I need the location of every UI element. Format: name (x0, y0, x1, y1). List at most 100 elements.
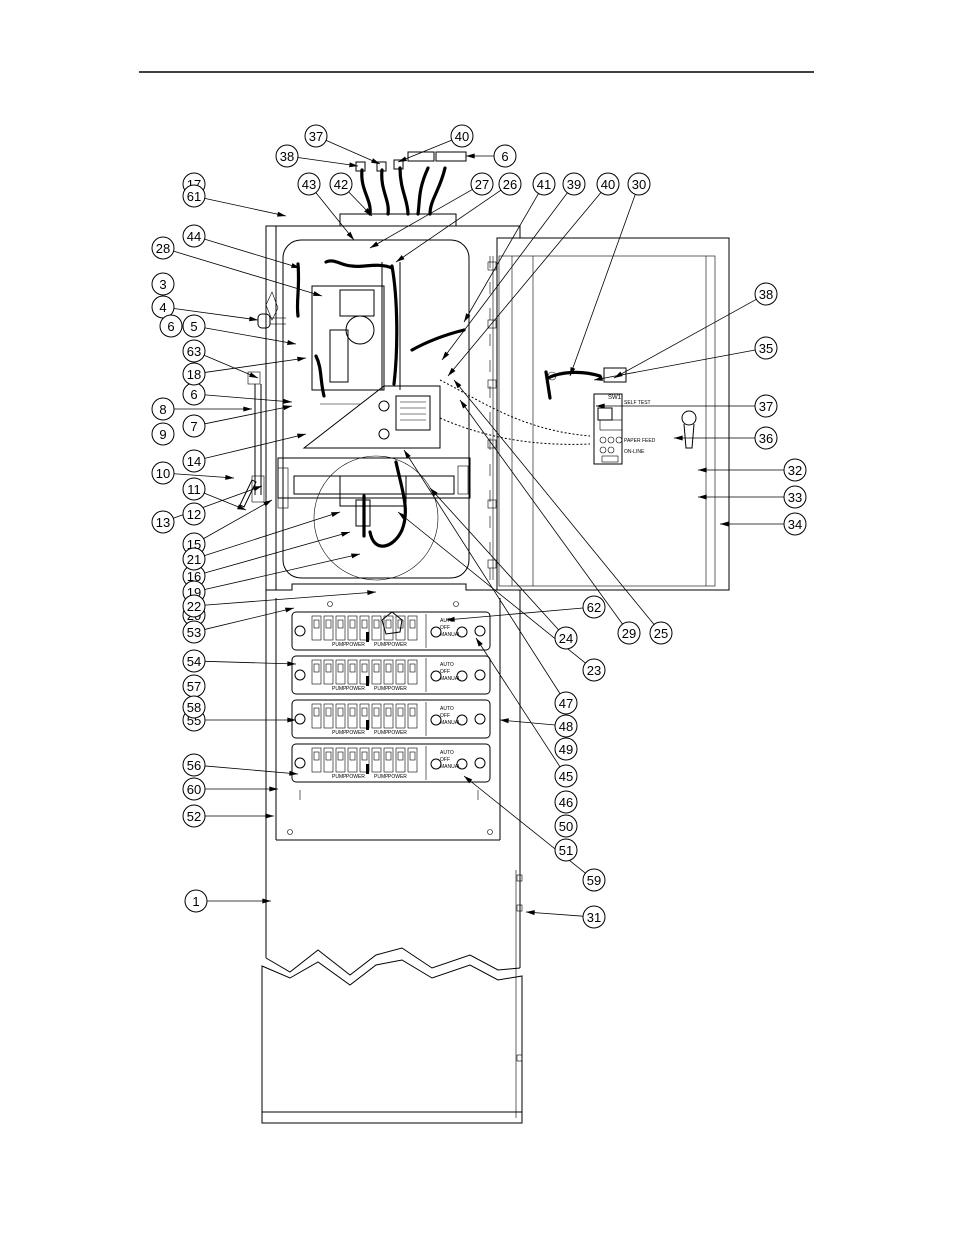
switch-position-label: OFF (440, 757, 450, 763)
callout-number: 14 (187, 454, 201, 469)
callout-56: 56 (182, 753, 206, 777)
callout-42: 42 (329, 172, 353, 196)
pump-label: PUMP (332, 774, 347, 780)
arrowhead (594, 375, 603, 381)
leader-line (369, 189, 473, 249)
callout-number: 12 (187, 507, 201, 522)
pump-label: PUMP (332, 686, 347, 692)
on-line-label: ON-LINE (624, 449, 645, 455)
leader-line (204, 327, 297, 345)
leader-line (459, 399, 623, 625)
callout-34: 34 (783, 512, 807, 536)
switch-position-label: MANUAL (440, 720, 461, 726)
arrowhead (249, 316, 258, 322)
arrowhead (287, 340, 296, 345)
switch-position-label: AUTO (440, 706, 454, 712)
callout-37: 37 (754, 394, 778, 418)
open-door (487, 237, 730, 591)
callout-number: 50 (559, 819, 573, 834)
leader-line (173, 473, 235, 479)
callout-39: 39 (562, 172, 586, 196)
arrowhead (243, 406, 252, 412)
callout-11: 11 (182, 477, 206, 501)
arrowhead (396, 255, 405, 262)
callout-47: 47 (554, 691, 578, 715)
switch-position-label: MANUAL (440, 632, 461, 638)
arrowhead (370, 241, 379, 248)
callout-number: 46 (559, 795, 573, 810)
pump-label: PUMP (374, 774, 389, 780)
leader-line (204, 433, 307, 459)
callout-number: 30 (632, 177, 646, 192)
leader-line (395, 189, 502, 263)
arrowhead (263, 500, 272, 507)
callout-25: 25 (649, 621, 673, 645)
callout-number: 32 (788, 463, 802, 478)
arrowhead (596, 403, 605, 409)
switch-position-label: MANUAL (440, 764, 461, 770)
leader-line (445, 607, 584, 621)
door-harness (439, 370, 602, 445)
switch-position-label: OFF (440, 669, 450, 675)
callout-30: 30 (627, 172, 651, 196)
callout-number: 35 (759, 341, 773, 356)
callout-number: 29 (622, 626, 636, 641)
callout-62: 62 (582, 595, 606, 619)
callout-40: 40 (450, 124, 474, 148)
leader-line (447, 192, 602, 377)
callout-number: 6 (190, 387, 197, 402)
leader-line (204, 238, 301, 269)
leader-line (204, 405, 293, 425)
leader-line (613, 298, 757, 379)
callout-number: 54 (187, 654, 201, 669)
callout-45: 45 (554, 764, 578, 788)
callout-8: 8 (151, 397, 175, 421)
callout-61: 61 (182, 184, 206, 208)
callout-60: 60 (182, 777, 206, 801)
callout-number: 58 (187, 700, 201, 715)
leader-line (204, 197, 287, 217)
arrowhead (341, 531, 350, 537)
switch-position-label: AUTO (440, 618, 454, 624)
callout-37: 37 (304, 124, 328, 148)
callout-number: 34 (788, 517, 802, 532)
callout-number: 22 (187, 599, 201, 614)
leader-lines (173, 139, 784, 917)
leader-line (297, 157, 359, 167)
callout-number: 60 (187, 782, 201, 797)
callout-number: 1 (192, 894, 199, 909)
arrowhead (237, 504, 246, 510)
leader-line (441, 192, 568, 361)
paper-feed-label: PAPER FEED (624, 438, 656, 444)
arrowhead (476, 638, 483, 647)
arrowhead (720, 521, 729, 527)
arrowhead (349, 162, 358, 168)
power-label: POWER (346, 686, 365, 692)
arrowhead (398, 156, 407, 162)
callout-7: 7 (182, 414, 206, 438)
callout-number: 49 (559, 742, 573, 757)
callout-number: 10 (156, 466, 170, 481)
callout-1: 1 (184, 889, 208, 913)
arrowhead (287, 661, 296, 667)
leader-line (204, 553, 361, 590)
callout-number: 24 (559, 631, 573, 646)
callout-number: 47 (559, 696, 573, 711)
leader-line (569, 194, 636, 377)
leader-line (204, 765, 299, 775)
callout-50: 50 (554, 814, 578, 838)
sw-label: SW1 (608, 395, 622, 401)
callout-number: 51 (559, 843, 573, 858)
arrowhead (367, 590, 376, 596)
arrowhead (614, 371, 623, 378)
leader-line (499, 719, 556, 726)
callout-38: 38 (275, 144, 299, 168)
arrowhead (500, 718, 509, 724)
callout-12: 12 (182, 502, 206, 526)
leader-line (463, 193, 539, 323)
callout-number: 62 (587, 600, 601, 615)
